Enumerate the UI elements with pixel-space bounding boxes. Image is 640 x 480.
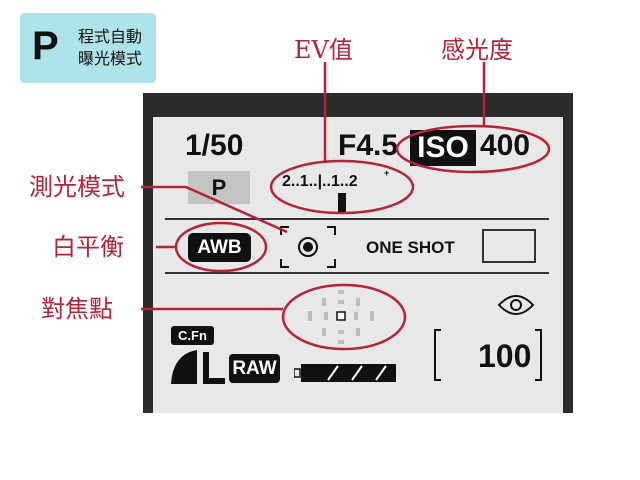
callout-ev: EV值 bbox=[294, 36, 353, 64]
callout-white-balance: 白平衡 bbox=[52, 233, 124, 261]
battery-icon bbox=[294, 364, 396, 382]
quality-large-icon bbox=[171, 350, 225, 384]
af-mode: ONE SHOT bbox=[366, 238, 455, 257]
metering-evaluative-icon bbox=[280, 226, 336, 268]
iso-label: ISO bbox=[417, 131, 469, 164]
callout-metering: 測光模式 bbox=[29, 173, 125, 201]
white-balance: AWB bbox=[197, 237, 242, 258]
shots-remaining: 100 bbox=[478, 338, 532, 374]
exposure-scale-plus: + bbox=[384, 168, 390, 178]
callout-iso: 感光度 bbox=[441, 36, 513, 64]
exposure-scale: 2..1..|..1..2 bbox=[282, 173, 358, 190]
shooting-mode: P bbox=[211, 175, 227, 200]
raw-box bbox=[229, 354, 280, 383]
shutter-speed: 1/50 bbox=[185, 129, 244, 162]
mode-badge-line2: 曝光模式 bbox=[78, 49, 143, 68]
mode-badge-letter: P bbox=[32, 24, 59, 68]
shots-remaining-bracket bbox=[434, 329, 542, 381]
aperture-value: F4.5 bbox=[338, 129, 399, 162]
mode-badge: P 程式自動 曝光模式 bbox=[20, 13, 156, 83]
custom-function-box bbox=[171, 326, 214, 345]
af-mode-frame bbox=[482, 229, 536, 263]
iso-value: 400 bbox=[480, 129, 531, 162]
custom-function: C.Fn bbox=[178, 328, 207, 343]
mode-badge-line1: 程式自動 bbox=[78, 27, 143, 46]
viewfinder-eye-icon bbox=[497, 295, 535, 315]
callout-af-point: 對焦點 bbox=[41, 295, 113, 323]
af-points-icon bbox=[308, 290, 374, 344]
raw-format: RAW bbox=[232, 358, 277, 379]
